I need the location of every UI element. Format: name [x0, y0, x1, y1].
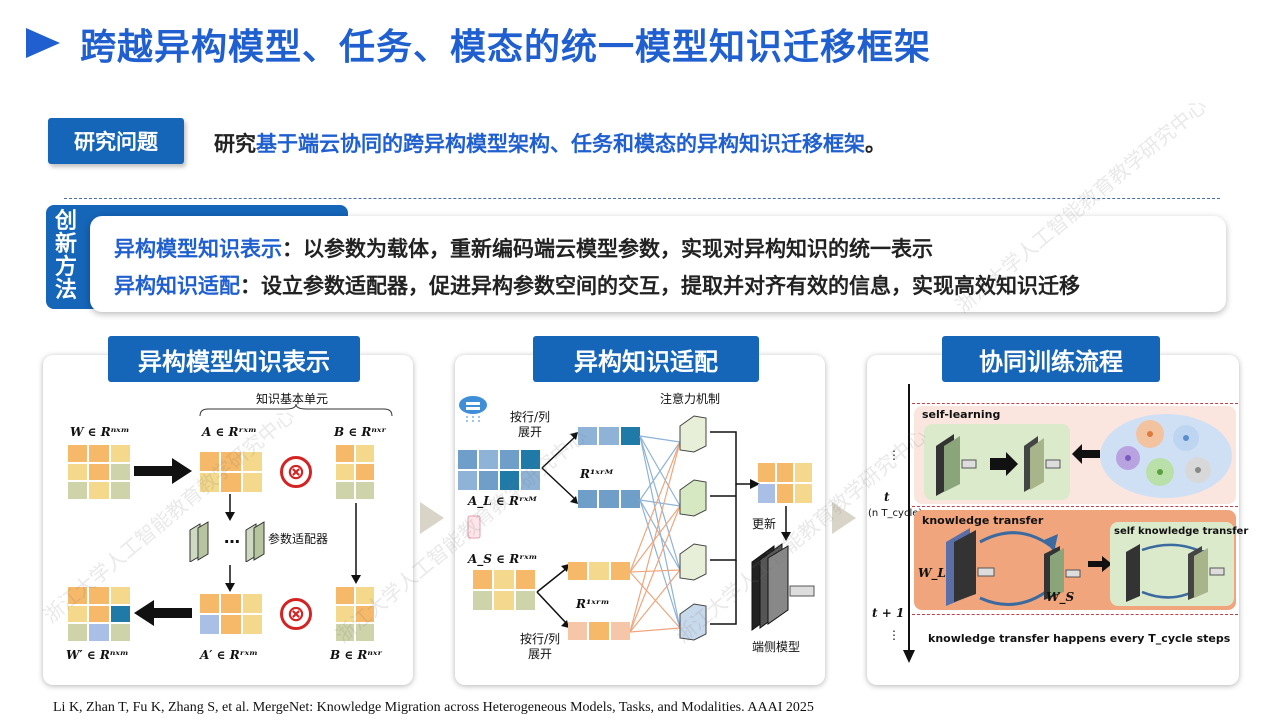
- innovation-item: 异构模型知识表示：以参数为载体，重新编码端云模型参数，实现对异构知识的统一表示: [114, 233, 933, 263]
- flow-arrow-icon: [420, 502, 444, 534]
- panel-knowledge-adaptation: [455, 355, 825, 685]
- knowledge-transfer-label: knowledge transfer: [922, 514, 1044, 527]
- innovation-item-lead: 异构知识适配: [114, 274, 240, 298]
- panel-title: 异构知识适配: [533, 336, 759, 382]
- W-L-label: W_L: [918, 566, 946, 580]
- matrix-A-prime: [200, 594, 262, 634]
- vector-top: [578, 427, 640, 445]
- timeline-t-plus-1-label: t + 1: [872, 606, 905, 620]
- innovation-char: 新: [54, 232, 77, 257]
- matrix-A: [200, 452, 262, 492]
- matrix-W-prime: [68, 587, 130, 641]
- attention-label: 注意力机制: [660, 392, 721, 406]
- B-bottom-label: B ∈ Rⁿˣʳ: [330, 648, 383, 662]
- B-label: B ∈ Rⁿˣʳ: [334, 425, 387, 439]
- flow-arrow-icon: [832, 502, 856, 534]
- timeline-t-label: t: [884, 490, 890, 504]
- innovation-item-text: ：以参数为载体，重新编码端云模型参数，实现对异构知识的统一表示: [282, 237, 933, 261]
- knowledge-unit-brace: [199, 404, 393, 417]
- self-learning-models-icon: [936, 434, 1061, 496]
- panel-title: 异构模型知识表示: [108, 336, 360, 382]
- tensor-product-icon: ⊗: [280, 598, 312, 630]
- split-arrows: [541, 432, 578, 504]
- attention-connections: [630, 435, 681, 633]
- matrix-B: [336, 445, 374, 499]
- self-knowledge-transfer-label: self knowledge transfer: [1114, 526, 1249, 537]
- timeline-divider: [912, 403, 1238, 404]
- innovation-char: 方: [54, 255, 77, 280]
- vector-small-top: [568, 562, 630, 580]
- vector-small-bottom: [568, 622, 630, 640]
- cycle-note: knowledge transfer happens every T_cycle…: [928, 632, 1231, 645]
- innovation-char: 法: [54, 278, 77, 303]
- matrix-B-bottom: [336, 587, 374, 641]
- flatten-label-bottom: 按行/列 展开: [520, 632, 561, 661]
- self-knowledge-transfer-icon: [1126, 543, 1225, 602]
- timeline-axis: [903, 384, 915, 663]
- research-question-badge: 研究问题: [48, 118, 184, 164]
- down-arrow-icon: [225, 565, 235, 592]
- W-S-label: W_S: [1046, 590, 1075, 604]
- title-arrow-icon: [26, 28, 60, 58]
- panel-title: 协同训练流程: [942, 336, 1160, 382]
- down-arrow-icon: [781, 506, 791, 541]
- innovation-item: 异构知识适配：设立参数适配器，促进异构参数空间的交互，提取并对齐有效的信息，实现…: [114, 270, 1080, 300]
- rq-highlight: 基于端云协同的跨异构模型架构、任务和模态的异构知识迁移框架: [256, 132, 865, 156]
- tensor-product-icon: ⊗: [280, 456, 312, 488]
- timeline-dots: ⋮: [888, 448, 900, 462]
- A-S-label: A_S ∈ Rʳˣᵐ: [468, 552, 538, 566]
- down-arrow-icon: [351, 503, 361, 584]
- W-label: W ∈ Rⁿˣᵐ: [70, 425, 130, 439]
- adapter-icon: [245, 521, 265, 562]
- attention-blocks-icon: [679, 415, 707, 641]
- split-arrows: [536, 564, 569, 628]
- matrix-A-S: [473, 570, 535, 610]
- matrix-W: [68, 445, 130, 499]
- phone-icon: [467, 515, 481, 539]
- rq-prefix: 研究: [214, 132, 256, 156]
- data-arrow-icon: [1072, 444, 1100, 464]
- knowledge-unit-label: 知识基本单元: [256, 392, 329, 406]
- adapter-dots: …: [224, 528, 240, 547]
- attention-output-arrows: [710, 431, 760, 625]
- adapter-label: 参数适配器: [268, 532, 329, 546]
- flatten-label-top: 按行/列 展开: [510, 410, 551, 439]
- A-L-label: A_L ∈ Rʳˣᴹ: [468, 494, 537, 508]
- down-arrow-icon: [225, 494, 235, 521]
- innovation-item-lead: 异构模型知识表示: [114, 237, 282, 261]
- timeline-divider: [912, 506, 1238, 507]
- device-model-label: 端侧模型: [752, 640, 801, 654]
- timeline-dots: ⋮: [888, 628, 900, 642]
- innovation-tab-label: 创 新 方 法: [50, 210, 82, 302]
- adapter-icon: [189, 521, 209, 562]
- merge-arrow-icon: [134, 600, 192, 626]
- update-label: 更新: [752, 517, 777, 531]
- data-clusters-icon: [1100, 414, 1232, 498]
- R-rm-label: R¹ˣʳᵐ: [576, 597, 610, 611]
- transform-arrow-icon: [134, 458, 192, 484]
- A-prime-label: A′ ∈ Rʳˣᵐ: [200, 648, 258, 662]
- A-label: A ∈ Rʳˣᵐ: [202, 425, 257, 439]
- knowledge-transfer-icon: [946, 528, 1081, 606]
- self-learning-label: self-learning: [922, 408, 1001, 421]
- divider: [64, 198, 1220, 199]
- matrix-output: [758, 463, 812, 503]
- cloud-icon: [459, 396, 487, 422]
- timeline-t-sub: (n T_cycle): [868, 508, 923, 519]
- research-question-text: 研究基于端云协同的跨异构模型架构、任务和模态的异构知识迁移框架。: [214, 128, 886, 158]
- vector-mid: [578, 490, 640, 508]
- innovation-box: [90, 216, 1226, 312]
- innovation-char: 创: [54, 209, 77, 234]
- innovation-item-text: ：设立参数适配器，促进异构参数空间的交互，提取并对齐有效的信息，实现高效知识迁移: [240, 274, 1080, 298]
- W-prime-label: W′ ∈ Rⁿˣᵐ: [66, 648, 129, 662]
- timeline-divider: [912, 614, 1238, 615]
- device-model-icon: [751, 543, 815, 631]
- matrix-A-L: [458, 450, 540, 490]
- citation: Li K, Zhan T, Fu K, Zhang S, et al. Merg…: [53, 700, 814, 715]
- transfer-arrow-icon: [1088, 556, 1112, 572]
- page-title: 跨越异构模型、任务、模态的统一模型知识迁移框架: [80, 27, 932, 68]
- rq-suffix: 。: [865, 132, 886, 156]
- R-rM-label: R¹ˣʳᴹ: [580, 467, 614, 481]
